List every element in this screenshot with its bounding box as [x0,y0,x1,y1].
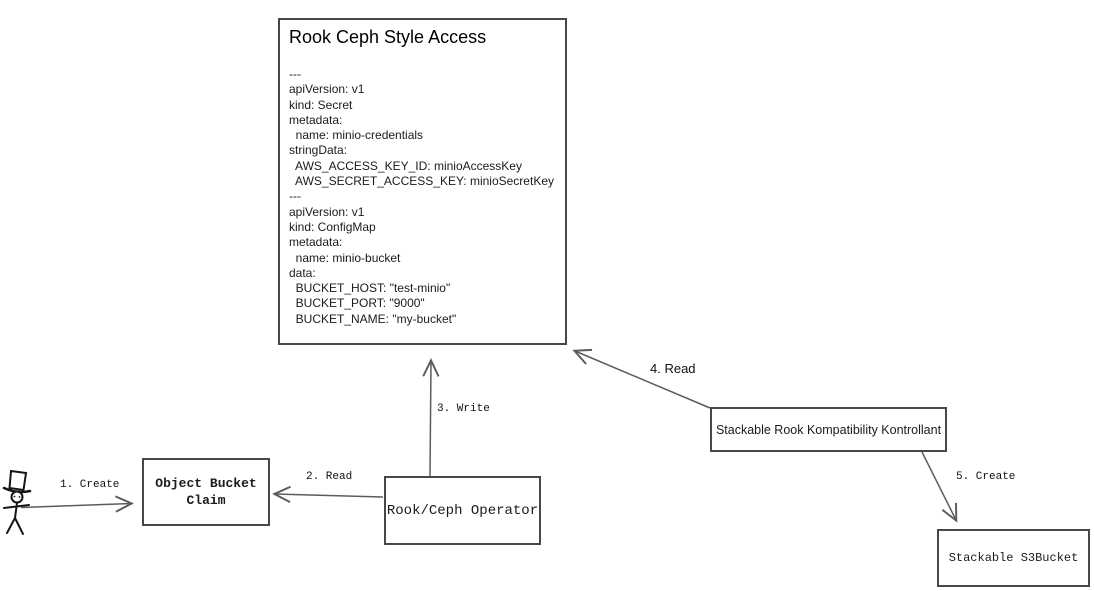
yaml-manifest-text: --- apiVersion: v1 kind: Secret metadata… [289,67,554,326]
arrow-1-create [20,504,131,508]
arrow-4-read [575,351,711,409]
arrow-2-read [275,494,384,497]
big-box-title: Rook Ceph Style Access [289,27,487,47]
node-rook-ceph-operator: Rook/Ceph Operator [384,476,541,545]
node-rook-ceph-style-access: Rook Ceph Style Access --- apiVersion: v… [278,18,567,345]
node-object-bucket-claim: Object Bucket Claim [142,458,270,526]
user-stick-figure-icon [2,469,32,535]
arrow-label-2-read: 2. Read [306,471,353,483]
arrow-5-create [921,451,956,520]
arrow-label-1-create: 1. Create [60,479,120,491]
arrow-label-4-read: 4. Read [650,361,696,376]
arrow-label-5-create: 5. Create [956,471,1016,483]
node-stackable-rook-kompatibility-kontrollant: Stackable Rook Kompatibility Kontrollant [710,407,947,452]
arrow-label-3-write: 3. Write [437,403,490,415]
arrow-3-write [430,361,431,477]
node-stackable-s3bucket: Stackable S3Bucket [937,529,1090,587]
